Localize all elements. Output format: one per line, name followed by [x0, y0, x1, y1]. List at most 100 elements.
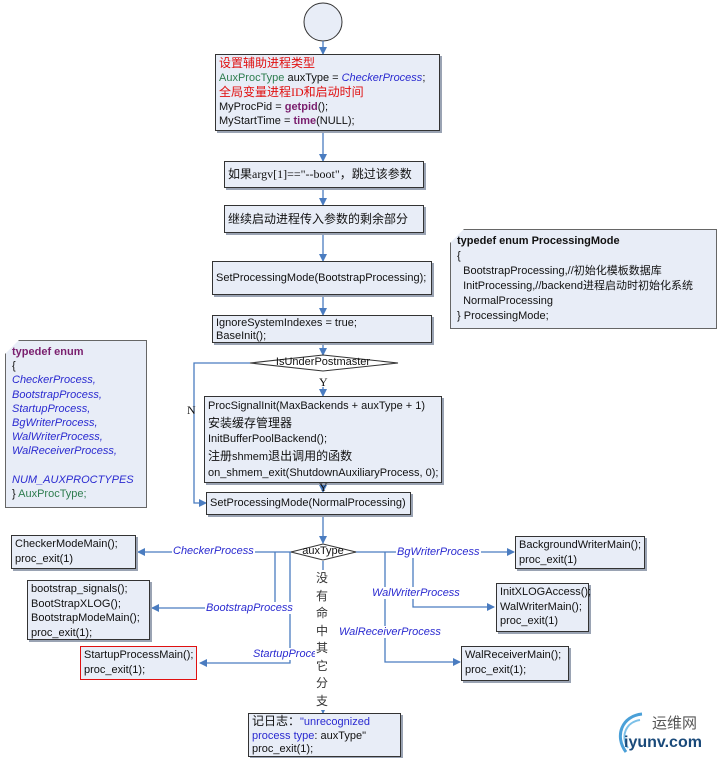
code-line: proc_exit(1); — [31, 626, 93, 639]
label-char: 命 — [315, 606, 328, 620]
label-char: 有 — [315, 588, 328, 603]
note-line: } — [12, 487, 19, 500]
pid-assign: MyProcPid = — [219, 100, 285, 113]
checker-branch-block: CheckerModeMain(); proc_exit(1) — [11, 535, 136, 569]
aux-proc-type-note: typedef enum { CheckerProcess, Bootstrap… — [5, 340, 147, 508]
continue-args-step: 继续启动进程传入参数的剩余部分 — [224, 205, 424, 233]
code-line: bootstrap_signals(); — [31, 583, 128, 595]
time-fn: time — [293, 115, 317, 127]
branch-label-checker: CheckerProcess — [172, 545, 255, 557]
code-line: on_shmem_exit(ShutdownAuxiliaryProcess, … — [208, 467, 439, 479]
branch-label-walreceiver: WalReceiverProcess — [338, 626, 442, 638]
label-char: 其 — [315, 641, 328, 655]
code-line: StartupProcessMain(); — [84, 649, 194, 661]
paren: (NULL); — [316, 115, 355, 127]
branch-label-startup: StartupProcess — [252, 648, 330, 660]
default-branch-block: 记日志："unrecognized process type: auxType"… — [248, 713, 401, 757]
label-char: 没 — [315, 571, 328, 585]
type-name: AuxProcType — [219, 71, 285, 84]
skip-boot-step: 如果argv[1]=="--boot"，跳过该参数 — [224, 161, 424, 188]
base-init-step: IgnoreSystemIndexes = true; BaseInit(); — [212, 315, 432, 343]
branch-label-bootstrap: BootstrapProcess — [205, 602, 294, 614]
label-char: 它 — [315, 658, 328, 673]
log-message: "unrecognized — [300, 716, 370, 728]
init-comment-2: 全局变量进程ID和启动时间 — [219, 85, 364, 99]
watermark-en: iyunv.com — [624, 734, 702, 751]
label-char: 分 — [315, 676, 328, 690]
swirl-icon — [619, 712, 643, 753]
enum-value: CheckerProcess — [341, 71, 423, 84]
label-char: 支 — [315, 693, 328, 708]
code-line: CheckerModeMain(); — [15, 538, 118, 550]
code-line: ProcSignalInit(MaxBackends + auxType + 1… — [208, 400, 426, 412]
note-line: InitProcessing,//backend进程启动时初始化系统 — [457, 280, 693, 292]
code-line: proc_exit(1); — [465, 663, 527, 676]
code-line: BackgroundWriterMain(); — [519, 539, 642, 551]
note-line: NormalProcessing — [457, 295, 553, 307]
log-message: process type — [252, 729, 315, 742]
assign-text: auxType = — [284, 71, 342, 84]
note-line: { — [457, 250, 461, 262]
enum-item: WalWriterProcess, — [12, 431, 103, 444]
init-comment-1: 设置辅助进程类型 — [219, 56, 316, 70]
label-char: 中 — [315, 623, 328, 638]
bgwriter-branch-block: BackgroundWriterMain(); proc_exit(1) — [515, 536, 645, 569]
decision-auxtype-label: auxType — [302, 545, 344, 557]
log-prefix: 记日志： — [252, 714, 301, 728]
code-line: InitBufferPoolBackend(); — [208, 433, 328, 445]
walwriter-branch-block: InitXLOGAccess(); WalWriterMain(); proc_… — [496, 583, 592, 632]
set-mode-normal-step: SetProcessingMode(NormalProcessing) — [206, 492, 411, 515]
watermark-cn: 运维网 — [652, 715, 698, 732]
comment-part: 注册 — [208, 448, 233, 463]
code-line: IgnoreSystemIndexes = true; — [216, 317, 357, 329]
no-label: N — [187, 403, 196, 417]
code-line: proc_exit(1) — [15, 552, 74, 565]
yes-label-1: Y — [319, 375, 328, 389]
branch-label-walwriter: WalWriterProcess — [371, 587, 461, 599]
init-block: 设置辅助进程类型 AuxProcType auxType = CheckerPr… — [215, 54, 440, 131]
processing-mode-note: typedef enum ProcessingMode { BootstrapP… — [450, 229, 717, 329]
start-node — [303, 2, 343, 42]
code-line: BaseInit(); — [216, 330, 267, 342]
enum-item: StartupProcess, — [12, 402, 91, 415]
enum-item: BootstrapProcess, — [12, 388, 102, 401]
enum-item: WalReceiverProcess, — [12, 445, 117, 458]
code-line: proc_exit(1) — [500, 615, 559, 627]
note-line: } ProcessingMode; — [457, 310, 549, 322]
code-line: proc_exit(1); — [252, 743, 314, 755]
getpid-fn: getpid — [284, 100, 318, 113]
under-postmaster-block: ProcSignalInit(MaxBackends + auxType + 1… — [204, 396, 442, 483]
decision-auxtype — [290, 543, 357, 561]
code-line: InitXLOGAccess(); — [500, 586, 592, 598]
comment-part: 退出调用的函数 — [268, 448, 353, 463]
yes-label-2: Y — [319, 480, 328, 494]
enum-item: CheckerProcess, — [12, 374, 96, 387]
bootstrap-branch-block: bootstrap_signals(); BootStrapXLOG(); Bo… — [27, 580, 150, 640]
walreceiver-branch-block: WalReceiverMain(); proc_exit(1); — [461, 646, 569, 681]
code-line: BootstrapModeMain(); — [31, 612, 140, 624]
log-message-tail: : auxType" — [314, 729, 366, 742]
note-title: typedef enum — [12, 346, 84, 358]
note-title: typedef enum ProcessingMode — [457, 235, 620, 247]
code-line: proc_exit(1); — [84, 663, 146, 676]
set-mode-bootstrap-step: SetProcessingMode(BootstrapProcessing); — [212, 261, 432, 295]
startup-branch-block: StartupProcessMain(); proc_exit(1); — [80, 646, 197, 680]
code-line: BootStrapXLOG(); — [31, 597, 121, 610]
watermark-logo: 运维网 iyunv.com — [612, 708, 717, 756]
code-line: WalWriterMain(); — [500, 600, 582, 613]
code-line: WalReceiverMain(); — [465, 649, 562, 661]
decision-postmaster-label: IsUnderPostmaster — [275, 356, 371, 368]
decision-is-under-postmaster — [249, 354, 399, 372]
branch-label-bgwriter: BgWriterProcess — [396, 546, 481, 558]
note-line: { — [12, 360, 16, 373]
note-line: BootstrapProcessing,//初始化模板数据库 — [457, 265, 662, 277]
code-line: proc_exit(1) — [519, 553, 578, 566]
enum-item: NUM_AUXPROCTYPES — [12, 473, 134, 486]
comment-line: 安装缓存管理器 — [208, 415, 293, 430]
semicolon: ; — [422, 71, 426, 84]
type-name: AuxProcType; — [18, 487, 87, 500]
enum-item: BgWriterProcess, — [12, 417, 98, 430]
default-branch-label: 没 有 命 中 其 它 分 支 — [315, 570, 329, 710]
time-assign: MyStartTime = — [219, 115, 294, 127]
comment-part: shmem — [232, 450, 269, 463]
